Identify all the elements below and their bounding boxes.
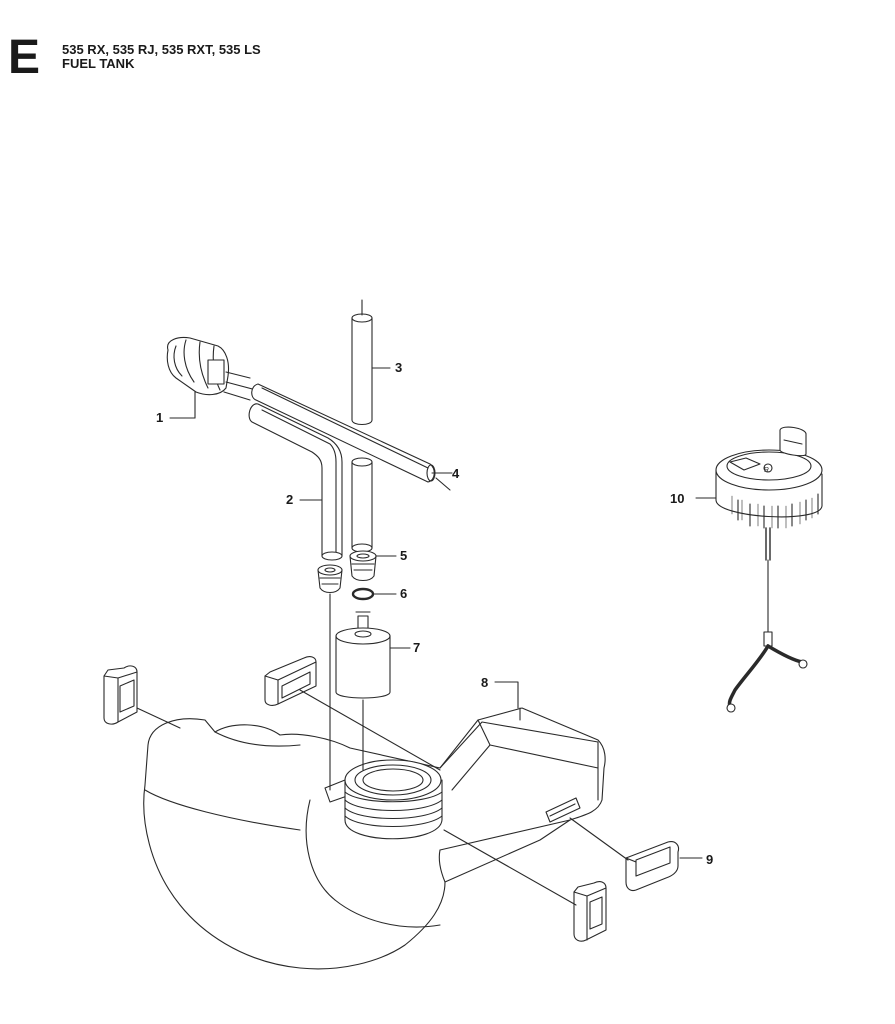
filler-neck xyxy=(344,759,443,840)
model-list: 535 RX, 535 RJ, 535 RXT, 535 LS xyxy=(62,42,261,57)
callout-10: 10 xyxy=(670,491,684,506)
callout-3: 3 xyxy=(395,360,402,375)
cap-marking: R xyxy=(764,467,769,474)
grommet-left xyxy=(103,665,181,729)
primer-bulb xyxy=(166,336,257,419)
callout-9: 9 xyxy=(706,852,713,867)
fuel-filter-7 xyxy=(335,611,411,771)
callout-5: 5 xyxy=(400,548,407,563)
page-title: FUEL TANK xyxy=(62,56,135,71)
fuel-hose-4 xyxy=(251,383,453,491)
grommet-lower xyxy=(443,829,607,942)
title-block: 535 RX, 535 RJ, 535 RXT, 535 LS FUEL TAN… xyxy=(62,43,261,71)
callout-7: 7 xyxy=(413,640,420,655)
section-letter: E xyxy=(8,31,41,84)
leader-8 xyxy=(494,681,519,709)
o-ring-6 xyxy=(351,587,397,601)
fuel-hose-3 xyxy=(351,299,391,553)
grommet-middle xyxy=(264,656,441,771)
callout-1: 1 xyxy=(156,410,163,425)
fuel-hose-2 xyxy=(248,403,343,561)
grommet-9 xyxy=(569,817,680,892)
tank-nipple-left xyxy=(317,564,343,791)
tank-nipple-5 xyxy=(349,550,397,582)
callout-8: 8 xyxy=(481,675,488,690)
callout-2: 2 xyxy=(286,492,293,507)
callout-6: 6 xyxy=(400,586,407,601)
fuel-tank xyxy=(143,707,606,970)
fuel-cap-10: R xyxy=(695,426,823,713)
callout-4: 4 xyxy=(452,466,460,481)
